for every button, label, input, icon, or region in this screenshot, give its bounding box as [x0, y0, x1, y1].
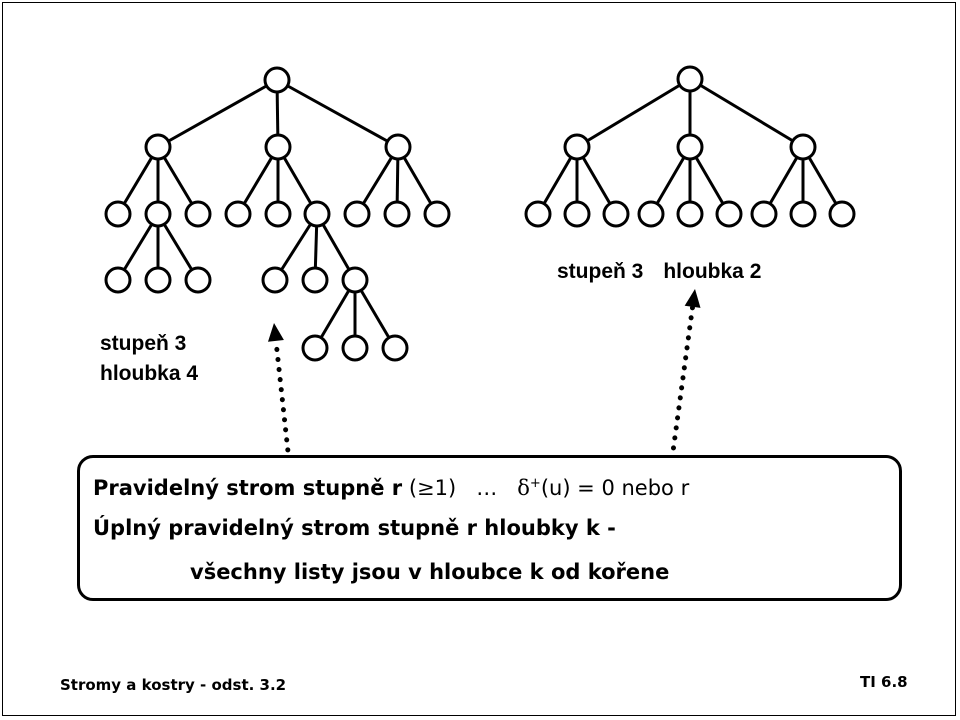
ellipsis: … — [476, 476, 498, 500]
right-tree-node — [789, 200, 817, 228]
left-arrow — [267, 323, 293, 473]
left-tree-node — [144, 266, 172, 294]
right-tree-node — [750, 200, 778, 228]
right-tree-caption: stupeň 3 hloubka 2 — [557, 260, 761, 284]
left-tree-node — [383, 200, 411, 228]
definition-leaves: všechny listy jsou v hloubce k od kořene — [190, 560, 670, 584]
footer-section: Stromy a kostry - odst. 3.2 — [60, 676, 287, 694]
right-arrow-head — [684, 289, 701, 308]
right-tree-node — [676, 65, 704, 93]
left-tree-node — [423, 200, 451, 228]
right-tree-node — [676, 200, 704, 228]
right-arrow — [661, 289, 701, 521]
right-caption-depth: hloubka 2 — [663, 260, 762, 283]
right-tree-node — [602, 200, 630, 228]
delta-symbol: δ — [517, 476, 530, 500]
right-tree-node — [676, 133, 704, 161]
left-tree-node — [381, 334, 409, 362]
left-arrow-dots — [273, 338, 293, 473]
left-caption-depth: hloubka 4 — [100, 362, 199, 385]
left-arrow-head — [267, 323, 284, 342]
left-tree-node — [303, 200, 331, 228]
right-tree-node — [637, 200, 665, 228]
dotted-arrows — [267, 289, 701, 521]
left-tree-node — [301, 334, 329, 362]
right-caption-degree: stupeň 3 — [557, 260, 644, 283]
definition-box: Pravidelný strom stupně r (≥1) … δ+(u) =… — [77, 455, 902, 601]
left-tree-node — [341, 334, 369, 362]
geq-symbol: ≥ — [417, 476, 435, 500]
left-tree-node — [384, 133, 412, 161]
outdegree-formula: (u) = 0 nebo r — [540, 476, 690, 500]
left-tree-node — [343, 200, 371, 228]
left-tree-node — [144, 200, 172, 228]
right-tree-edge — [689, 77, 804, 149]
left-tree-node — [184, 266, 212, 294]
right-tree-node — [828, 200, 856, 228]
left-tree-node — [104, 200, 132, 228]
left-tree-edge — [157, 78, 278, 149]
right-tree-node — [789, 133, 817, 161]
left-tree-caption: stupeň 3 hloubka 4 — [100, 329, 198, 389]
left-tree-node — [341, 266, 369, 294]
right-tree-node — [563, 133, 591, 161]
left-tree-node — [261, 266, 289, 294]
right-tree-node — [715, 200, 743, 228]
left-tree-node — [224, 200, 252, 228]
footer-page-id: TI 6.8 — [860, 673, 908, 691]
definition-complete-tree: Úplný pravidelný strom stupně r hloubky … — [93, 516, 616, 540]
left-tree-node — [104, 266, 132, 294]
left-tree-node — [184, 200, 212, 228]
left-tree-node — [264, 200, 292, 228]
right-tree-edge — [576, 77, 691, 149]
left-tree-node — [144, 133, 172, 161]
definition-regular-tree: Pravidelný strom stupně r (≥1) … δ+(u) =… — [93, 476, 690, 500]
regular-tree-term: Pravidelný strom stupně r — [93, 476, 403, 500]
left-tree-node — [301, 266, 329, 294]
tree-nodes — [104, 65, 856, 362]
right-tree-node — [524, 200, 552, 228]
left-tree-node — [264, 133, 292, 161]
right-tree-node — [563, 200, 591, 228]
left-tree-edge — [276, 78, 399, 149]
left-caption-degree: stupeň 3 — [100, 332, 187, 355]
left-tree-node — [263, 66, 291, 94]
plus-superscript: + — [529, 476, 541, 491]
